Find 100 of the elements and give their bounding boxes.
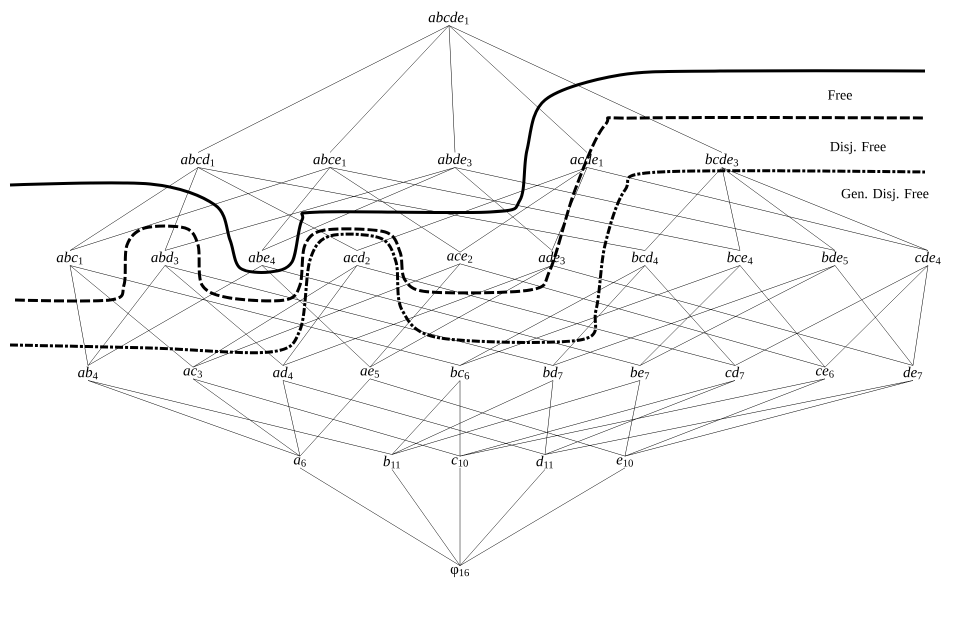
hasse-line <box>198 25 450 153</box>
hasse-line <box>300 468 460 566</box>
hasse-line <box>88 380 392 455</box>
hasse-line <box>644 167 722 251</box>
hasse-line <box>552 265 836 366</box>
hasse-line <box>370 378 626 456</box>
hasse-line <box>370 265 552 368</box>
hasse-line <box>624 378 826 456</box>
hasse-line <box>722 167 928 251</box>
hasse-line <box>370 264 460 368</box>
hasse-line <box>282 265 358 366</box>
set-label: ce$_{6}$ <box>816 368 834 378</box>
hasse-line <box>356 265 736 366</box>
hasse-line <box>70 265 194 368</box>
hasse-line <box>70 167 330 251</box>
set-label: abd$_{3}$ <box>151 252 178 264</box>
hasse-line <box>834 265 914 366</box>
hasse-line <box>262 167 456 251</box>
hasse-line <box>70 265 460 366</box>
set-label: abce$_{1}$ <box>313 154 346 166</box>
hasse-line <box>454 167 836 251</box>
set-label: ace$_{2}$ <box>447 253 472 263</box>
legend-label: Disj. Free <box>830 142 886 154</box>
hasse-line <box>356 167 588 251</box>
hasse-line <box>282 380 300 456</box>
set-label: de$_{7}$ <box>904 366 922 380</box>
hasse-line <box>912 265 928 366</box>
hasse-line <box>460 380 736 456</box>
hasse-line <box>282 265 552 366</box>
hasse-line <box>198 167 646 251</box>
hasse-line <box>300 378 370 456</box>
hasse-line <box>586 167 928 251</box>
hasse-line <box>624 380 914 456</box>
hasse-line <box>460 264 826 368</box>
hasse-line <box>88 265 262 366</box>
set-label: ae$_{5}$ <box>360 368 380 378</box>
set-label: ac$_{3}$ <box>184 368 202 378</box>
hasse-line <box>460 167 588 252</box>
hasse-line <box>330 167 460 252</box>
hasse-line <box>164 167 198 251</box>
hasse-line <box>392 380 554 455</box>
hasse-line <box>164 265 554 366</box>
hasse-line <box>460 265 646 366</box>
set-label: bc$_{6}$ <box>450 366 470 380</box>
hasse-line <box>192 378 300 456</box>
set-label: d$_{11}$ <box>536 456 553 468</box>
hasse-line <box>392 469 460 566</box>
set-label: cd$_{7}$ <box>726 366 744 380</box>
hasse-line <box>454 167 552 251</box>
hasse-line <box>70 167 198 251</box>
set-label: be$_{7}$ <box>630 366 650 380</box>
set-label: e$_{10}$ <box>616 457 633 467</box>
hasse-line <box>262 167 330 251</box>
set-label: abcde$_{1}$ <box>428 12 469 24</box>
set-label: bd$_{7}$ <box>543 366 563 380</box>
hasse-line <box>330 167 740 251</box>
hasse-line <box>552 167 588 251</box>
set-label: bde$_{5}$ <box>822 252 848 264</box>
set-label: abde$_{3}$ <box>438 154 472 166</box>
hasse-line <box>448 25 722 153</box>
set-label: cde$_{4}$ <box>915 252 941 264</box>
set-label: acd$_{2}$ <box>344 252 370 264</box>
hasse-line <box>544 380 736 455</box>
hasse-line <box>392 380 460 455</box>
hasse-line <box>460 468 626 566</box>
hasse-line <box>262 265 640 366</box>
hasse-line <box>640 265 836 366</box>
set-label: c$_{10}$ <box>452 457 468 467</box>
set-label: ad$_{4}$ <box>273 366 293 380</box>
set-label: bce$_{4}$ <box>727 252 753 264</box>
hasse-line <box>544 380 914 455</box>
hasse-line <box>198 167 358 251</box>
hasse-line <box>192 264 460 368</box>
set-label: φ$_{16}$ <box>450 566 470 578</box>
set-label: ade$_{3}$ <box>538 252 565 264</box>
hasse-line <box>392 380 640 455</box>
hasse-line <box>824 265 928 368</box>
set-label: a$_{6}$ <box>294 457 306 467</box>
hasse-line <box>330 25 450 153</box>
set-label: abe$_{4}$ <box>248 252 276 264</box>
hasse-line <box>448 25 588 153</box>
hasse-line <box>164 265 284 366</box>
set-label: bcd$_{4}$ <box>632 252 658 264</box>
set-label: ab$_{4}$ <box>78 366 98 380</box>
hasse-line <box>722 167 836 251</box>
hasse-line <box>722 167 740 251</box>
hasse-line <box>460 265 740 366</box>
set-label: abc$_{1}$ <box>56 252 83 264</box>
hasse-line <box>740 265 826 368</box>
set-label: abcd$_{1}$ <box>180 154 214 166</box>
hasse-line <box>734 265 928 366</box>
hasse-line <box>552 265 646 366</box>
hasse-line <box>164 167 456 251</box>
hasse-line <box>70 265 88 366</box>
set-label: bcde$_{3}$ <box>706 154 738 166</box>
hasse-line <box>192 378 460 456</box>
hasse-line <box>262 265 370 368</box>
hasse-line <box>192 265 358 368</box>
set-label: b$_{11}$ <box>384 456 400 468</box>
hasse-line <box>624 380 640 456</box>
